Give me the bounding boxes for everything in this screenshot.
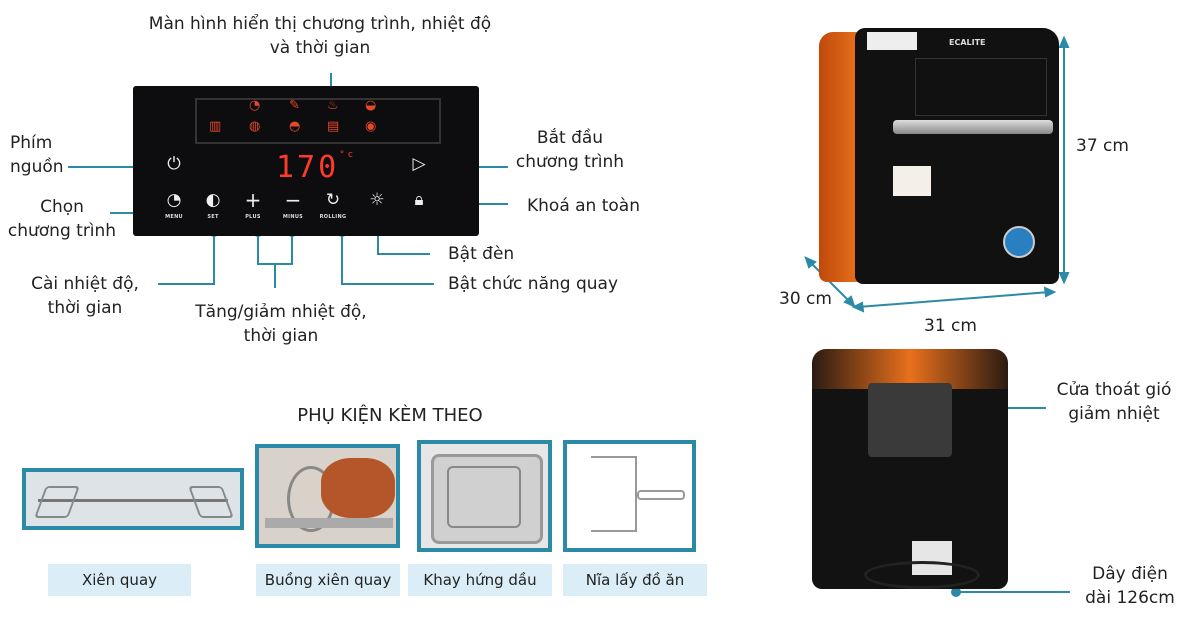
set-button[interactable]: ◐ — [205, 190, 221, 210]
spec-sticker — [867, 32, 917, 50]
width-label: 31 cm — [924, 316, 977, 336]
vent-cover — [868, 383, 952, 457]
cable-label-line2: dài 126cm — [1085, 588, 1175, 608]
pizza-program-icon: ◍ — [249, 119, 261, 134]
minus-button-label: MINUS — [282, 214, 304, 220]
rolling-button[interactable]: ↻ — [325, 190, 341, 210]
menu-button[interactable]: ◔ — [166, 190, 182, 210]
power-label: Phím nguồn — [10, 131, 64, 179]
set-label-line1: Cài nhiệt độ, — [31, 274, 139, 294]
steak-program-icon: ◒ — [365, 98, 377, 113]
lock-label: Khoá an toàn — [527, 196, 640, 216]
cake-program-icon: ◓ — [289, 119, 301, 134]
rolling-button-label: ROLLING — [319, 214, 347, 220]
vent-label-line1: Cửa thoát gió — [1056, 380, 1172, 400]
set-label: Cài nhiệt độ, thời gian — [20, 272, 150, 320]
adjust-label-line1: Tăng/giảm nhiệt độ, — [195, 302, 367, 322]
basket-caption: Buồng xiên quay — [256, 564, 400, 596]
grill-program-icon: ♨ — [327, 98, 339, 113]
rotisserie-skewer-image — [22, 468, 244, 530]
temperature-display: 170°c — [276, 150, 366, 185]
warning-sticker — [893, 166, 931, 196]
display-value: 170 — [276, 150, 340, 185]
air-fryer-back-image — [812, 349, 1008, 591]
height-label: 37 cm — [1076, 136, 1129, 156]
plus-button[interactable]: + — [244, 188, 262, 212]
tray-caption: Khay hứng dầu — [408, 564, 552, 596]
minus-button[interactable]: − — [284, 188, 302, 212]
chicken-program-icon: ◔ — [249, 98, 261, 113]
start-button[interactable]: ▷ — [412, 154, 426, 174]
power-label-line2: nguồn — [10, 157, 64, 177]
program-grid — [195, 98, 441, 144]
cable-label-line1: Dây điện — [1092, 564, 1168, 584]
power-cable — [864, 561, 980, 589]
vent-label-line2: giảm nhiệt — [1068, 404, 1160, 424]
start-label: Bắt đầu chương trình — [500, 126, 640, 174]
start-label-line1: Bắt đầu — [536, 128, 604, 148]
rotate-label: Bật chức năng quay — [448, 274, 618, 294]
accessories-title: PHỤ KIỆN KÈM THEO — [297, 405, 483, 426]
depth-label: 30 cm — [779, 289, 832, 309]
handle-bar — [893, 120, 1053, 134]
program-label: Chọn chương trình — [2, 195, 122, 243]
menu-button-label: MENU — [165, 214, 183, 220]
plus-button-label: PLUS — [245, 214, 261, 220]
lock-button[interactable]: 🔒︎ — [414, 190, 424, 210]
vent-label: Cửa thoát gió giảm nhiệt — [1044, 378, 1184, 426]
display-label-line1: Màn hình hiển thị chương trình, nhiệt độ — [148, 14, 492, 34]
set-label-line2: thời gian — [47, 298, 123, 318]
food-fork-image — [563, 440, 696, 552]
fork-caption: Nĩa lấy đồ ăn — [563, 564, 707, 596]
fish-program-icon: ◉ — [365, 119, 377, 134]
cable-label: Dây điện dài 126cm — [1070, 562, 1190, 610]
display-label-line2: và thời gian — [269, 38, 371, 58]
rotisserie-basket-image — [255, 444, 400, 548]
program-label-line1: Chọn — [40, 197, 84, 217]
skewer-program-icon: ✎ — [289, 98, 300, 113]
power-button[interactable]: ⏻ — [167, 154, 181, 174]
badge-icon — [1003, 226, 1035, 258]
display-unit: °c — [339, 150, 357, 160]
brand-label: ECALITE — [949, 38, 986, 47]
adjust-label-line2: thời gian — [243, 326, 319, 346]
air-fryer-front-image: ECALITE — [815, 28, 1059, 300]
fries-program-icon: ▥ — [209, 119, 222, 134]
light-button[interactable]: ☼ — [369, 190, 385, 210]
skewer-caption: Xiên quay — [48, 564, 191, 596]
adjust-label: Tăng/giảm nhiệt độ, thời gian — [176, 300, 386, 348]
set-button-label: SET — [207, 214, 219, 220]
display-label: Màn hình hiển thị chương trình, nhiệt độ… — [110, 12, 530, 60]
program-label-line2: chương trình — [7, 221, 117, 241]
drip-tray-image — [417, 440, 552, 552]
start-label-line2: chương trình — [515, 152, 625, 172]
bread-program-icon: ▤ — [327, 119, 340, 134]
light-label: Bật đèn — [448, 244, 515, 264]
power-label-line1: Phím — [10, 133, 53, 153]
front-panel — [915, 58, 1047, 116]
control-panel: ◔ ✎ ♨ ◒ ▥ ◍ ◓ ▤ ◉ 170°c ⏻ ▷ ◔ MENU ◐ SET… — [133, 86, 479, 236]
